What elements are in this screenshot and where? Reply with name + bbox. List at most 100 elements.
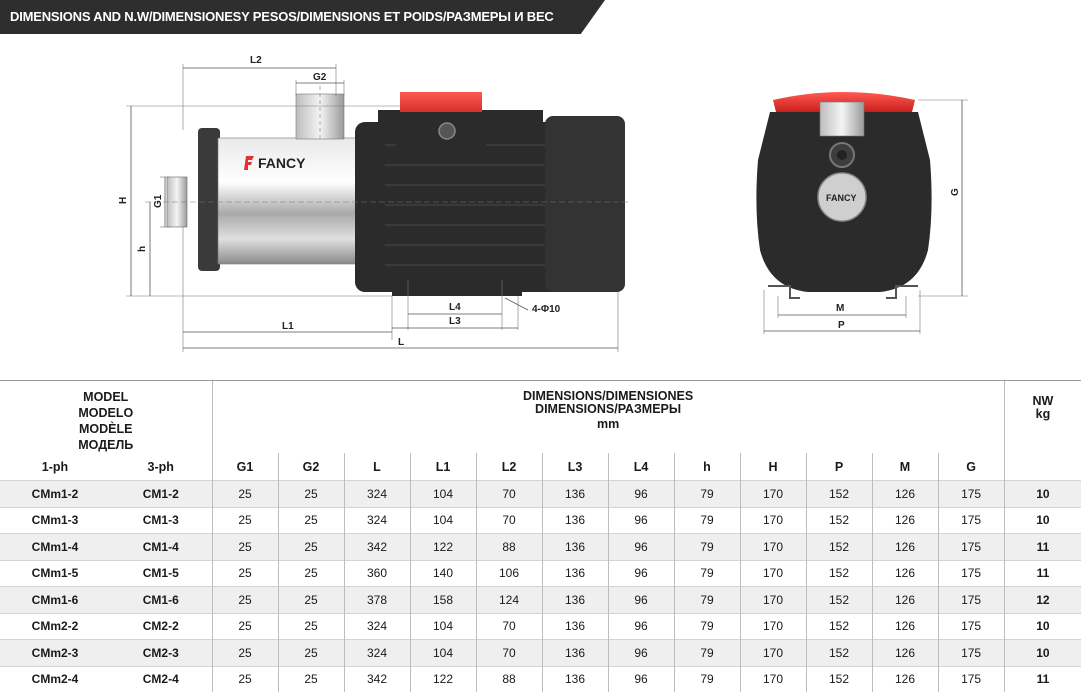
dimension-cell: 136 [542,613,608,640]
dimension-cell: 79 [674,666,740,692]
front-view: FANCY G M P [756,92,968,334]
dimension-cell: 126 [872,666,938,692]
model-1ph-cell: CMm2-3 [0,640,110,667]
model-3ph-cell: CM1-2 [110,481,212,508]
dimension-cell: 324 [344,507,410,534]
front-outlet [820,102,864,136]
dimension-cell: 70 [476,481,542,508]
dimensions-table: MODEL MODELO MODÈLE МОДЕЛЬ DIMENSIONS/DI… [0,380,1081,692]
dimension-cell: 136 [542,560,608,587]
model-3ph-cell: CM2-4 [110,666,212,692]
col-header-1ph: 1-ph [0,453,110,481]
dimension-cell: 79 [674,613,740,640]
col-header: L [344,453,410,481]
dimension-cell: 170 [740,560,806,587]
dimension-cell: 152 [806,534,872,561]
dimension-cell: 25 [278,640,344,667]
dim-label-L4: L4 [449,302,461,313]
brand-logo: FANCY [258,155,306,171]
cable-gland-icon [439,123,455,139]
dimension-cell: 25 [278,507,344,534]
dim-label-P: P [838,320,845,331]
dim-label-h: h [137,246,148,252]
dimension-cell: 136 [542,587,608,614]
col-header: H [740,453,806,481]
model-1ph-cell: CMm1-2 [0,481,110,508]
col-header: L1 [410,453,476,481]
dimension-cell: 126 [872,587,938,614]
dimension-cell: 170 [740,481,806,508]
dimension-cell: 324 [344,640,410,667]
weight-cell: 10 [1004,481,1081,508]
model-1ph-cell: CMm1-3 [0,507,110,534]
motor-foot [392,280,522,296]
dimension-cell: 96 [608,640,674,667]
dimension-cell: 96 [608,481,674,508]
col-header: L2 [476,453,542,481]
col-header: M [872,453,938,481]
model-3ph-cell: CM1-6 [110,587,212,614]
dimension-cell: 104 [410,613,476,640]
model-3ph-cell: CM1-5 [110,560,212,587]
model-header: MODEL MODELO MODÈLE МОДЕЛЬ [0,381,212,454]
page-title: DIMENSIONS AND N.W/DIMENSIONESY PESOS/DI… [10,9,554,24]
dimension-cell: 170 [740,587,806,614]
dimension-cell: 25 [278,481,344,508]
weight-cell: 12 [1004,587,1081,614]
dimension-cell: 79 [674,534,740,561]
dimension-cell: 70 [476,640,542,667]
dimension-cell: 158 [410,587,476,614]
dimension-cell: 378 [344,587,410,614]
dimension-cell: 175 [938,666,1004,692]
weight-cell: 10 [1004,507,1081,534]
dimension-cell: 96 [608,613,674,640]
col-header: P [806,453,872,481]
dimension-cell: 25 [278,587,344,614]
dimension-cell: 136 [542,640,608,667]
dim-label-G: G [950,188,961,196]
dimension-cell: 360 [344,560,410,587]
dimension-cell: 175 [938,560,1004,587]
dimension-cell: 170 [740,640,806,667]
dimension-cell: 79 [674,507,740,534]
dimension-cell: 170 [740,613,806,640]
dimension-cell: 88 [476,534,542,561]
dimension-cell: 126 [872,613,938,640]
dimension-cell: 170 [740,507,806,534]
pump-head-flange [198,128,220,271]
model-1ph-cell: CMm2-2 [0,613,110,640]
dim-label-L: L [398,337,404,348]
dimension-cell: 152 [806,640,872,667]
side-view: FANCY L2 [118,55,630,352]
col-header: G1 [212,453,278,481]
col-header: G [938,453,1004,481]
dimension-cell: 175 [938,613,1004,640]
dimension-cell: 25 [212,587,278,614]
col-header: L4 [608,453,674,481]
dimension-cell: 136 [542,481,608,508]
dimension-cell: 122 [410,534,476,561]
dimension-cell: 175 [938,640,1004,667]
dimension-cell: 25 [212,666,278,692]
dim-label-M: M [836,303,844,314]
model-1ph-cell: CMm1-5 [0,560,110,587]
dim-label-L3: L3 [449,316,461,327]
dimension-cell: 175 [938,481,1004,508]
dimension-cell: 342 [344,534,410,561]
col-header-3ph: 3-ph [110,453,212,481]
dimension-cell: 152 [806,507,872,534]
model-1ph-cell: CMm1-4 [0,534,110,561]
weight-cell: 11 [1004,666,1081,692]
dimension-cell: 136 [542,534,608,561]
dimension-cell: 96 [608,587,674,614]
dimension-cell: 96 [608,507,674,534]
dimension-cell: 136 [542,507,608,534]
dimension-cell: 152 [806,481,872,508]
dimension-cell: 25 [278,666,344,692]
dimension-cell: 25 [212,481,278,508]
